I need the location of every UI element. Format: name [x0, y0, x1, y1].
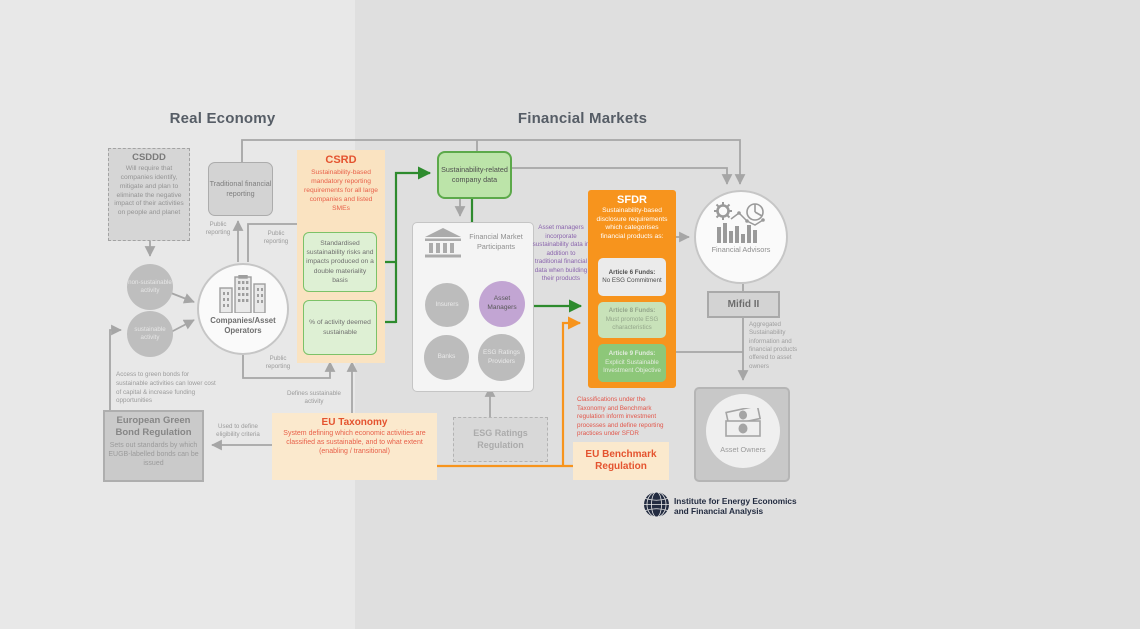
- esg-ratings-providers-circle: ESG Ratings Providers: [478, 334, 525, 381]
- traditional-reporting-box: Traditional financial reporting: [208, 162, 273, 216]
- article-9-body: Explicit Sustainable Investment Objectiv…: [603, 358, 661, 375]
- eu-taxonomy-box: EU Taxonomy System defining which econom…: [272, 413, 437, 480]
- esg-ratings-regulation-box: ESG Ratings Regulation: [453, 417, 548, 462]
- company-data-box: Sustainability-related company data: [437, 151, 512, 199]
- csddd-title: CSDDD: [132, 152, 166, 163]
- article-6-body: No ESG Commitment: [602, 277, 662, 284]
- asset-managers-note: Asset managers incorporate sustainabilit…: [532, 224, 590, 282]
- eu-benchmark-box: EU Benchmark Regulation: [573, 442, 669, 480]
- pie-chart-icon: [746, 203, 764, 221]
- classifications-note: Classifications under the Taxonomy and B…: [577, 396, 664, 437]
- real-economy-header: Real Economy: [169, 110, 276, 127]
- traditional-reporting-label: Traditional financial reporting: [209, 179, 272, 198]
- financial-advisors-label: Financial Advisors: [711, 245, 771, 254]
- fmp-title: Financial Market Participants: [469, 232, 523, 251]
- financial-advisors-circle: Financial Advisors: [694, 190, 788, 284]
- banks-circle: Banks: [424, 335, 469, 380]
- banknotes-icon: [725, 408, 762, 437]
- csrd-body: Sustainability-based mandatory reporting…: [304, 169, 378, 213]
- public-reporting-label-1: Public reporting: [205, 221, 231, 237]
- company-data-label: Sustainability-related company data: [441, 165, 508, 184]
- sfdr-box: SFDR Sustainability-based disclosure req…: [588, 190, 676, 388]
- csddd-box: CSDDD Will require that companies identi…: [108, 148, 190, 241]
- public-reporting-label-3: Public reporting: [265, 355, 291, 371]
- gear-icon: [714, 202, 732, 220]
- insurers-label: Insurers: [435, 300, 459, 308]
- percent-activity-box: % of activity deemed sustainable: [303, 300, 377, 355]
- asset-managers-label: Asset Managers: [487, 295, 517, 311]
- non-sustainable-activity-label: non-sustainable activity: [128, 278, 172, 294]
- article-6-title: Article 6 Funds:: [608, 268, 656, 276]
- ieefa-logo-line2: and Financial Analysis: [674, 506, 764, 517]
- sustainable-activity-label: sustainable activity: [134, 325, 166, 341]
- companies-circle: Companies/Asset Operators: [197, 263, 289, 355]
- asset-owners-label: Asset Owners: [720, 445, 766, 454]
- asset-owners-box: Asset Owners: [694, 387, 790, 482]
- access-green-bonds-note: Access to green bonds for sustainable ac…: [116, 371, 216, 405]
- sfdr-title: SFDR: [617, 194, 647, 206]
- standardised-risks-label: Standardised sustainability risks and im…: [306, 240, 374, 284]
- esg-ratings-regulation-label: ESG Ratings Regulation: [473, 427, 528, 450]
- eu-benchmark-label: EU Benchmark Regulation: [585, 448, 657, 473]
- percent-activity-label: % of activity deemed sustainable: [309, 319, 371, 336]
- article-9-title: Article 9 Funds:: [608, 350, 656, 358]
- buildings-icon: [219, 275, 266, 313]
- aggregated-note: Aggregated Sustainability information an…: [749, 321, 798, 370]
- article-9-box: Article 9 Funds: Explicit Sustainable In…: [598, 344, 666, 382]
- defines-sustainable-label: Defines sustainable activity: [286, 390, 341, 406]
- ieefa-logo-line1: Institute for Energy Economics: [674, 496, 797, 506]
- companies-label: Companies/Asset Operators: [210, 316, 276, 336]
- bar-chart-icon: [717, 223, 757, 243]
- banks-label: Banks: [437, 353, 456, 361]
- line-chart-icon: [730, 211, 765, 226]
- used-to-define-label: Used to define eligibility criteria: [216, 423, 260, 439]
- article-8-title: Article 8 Funds:: [608, 307, 656, 315]
- real-economy-background: [0, 0, 355, 629]
- egbr-box: European Green Bond Regulation Sets out …: [103, 410, 204, 482]
- asset-owners-inner-circle: Asset Owners: [706, 394, 780, 468]
- sfdr-body: Sustainability-based disclosure requirem…: [596, 207, 668, 241]
- egbr-title: European Green Bond Regulation: [115, 415, 192, 438]
- eu-taxonomy-title: EU Taxonomy: [321, 417, 388, 428]
- advisor-analytics-icon: [714, 202, 765, 243]
- asset-managers-circle: Asset Managers: [479, 281, 525, 327]
- egbr-body: Sets out standards by which EUGB-labelle…: [108, 441, 199, 467]
- mifid-label: Mifid II: [727, 299, 760, 310]
- article-6-box: Article 6 Funds: No ESG Commitment: [598, 258, 666, 296]
- bank-icon: [425, 228, 461, 258]
- standardised-risks-box: Standardised sustainability risks and im…: [303, 232, 377, 292]
- insurers-circle: Insurers: [425, 283, 469, 327]
- article-8-box: Article 8 Funds: Must promote ESG charac…: [598, 302, 666, 338]
- non-sustainable-activity-circle: non-sustainable activity: [127, 264, 173, 310]
- csrd-title: CSRD: [325, 154, 357, 166]
- financial-markets-header: Financial Markets: [517, 110, 648, 127]
- esg-ratings-providers-label: ESG Ratings Providers: [483, 349, 520, 365]
- eu-taxonomy-body: System defining which economic activitie…: [283, 430, 426, 456]
- public-reporting-label-2: Public reporting: [263, 230, 289, 246]
- csddd-body: Will require that companies identify, mi…: [114, 165, 184, 217]
- globe-icon: [644, 491, 669, 518]
- article-8-body: Must promote ESG characteristics: [605, 315, 659, 332]
- ieefa-logo-text: Institute for Energy Economics and Finan…: [674, 496, 797, 517]
- mifid-box: Mifid II: [707, 291, 780, 318]
- sustainable-activity-circle: sustainable activity: [127, 311, 173, 357]
